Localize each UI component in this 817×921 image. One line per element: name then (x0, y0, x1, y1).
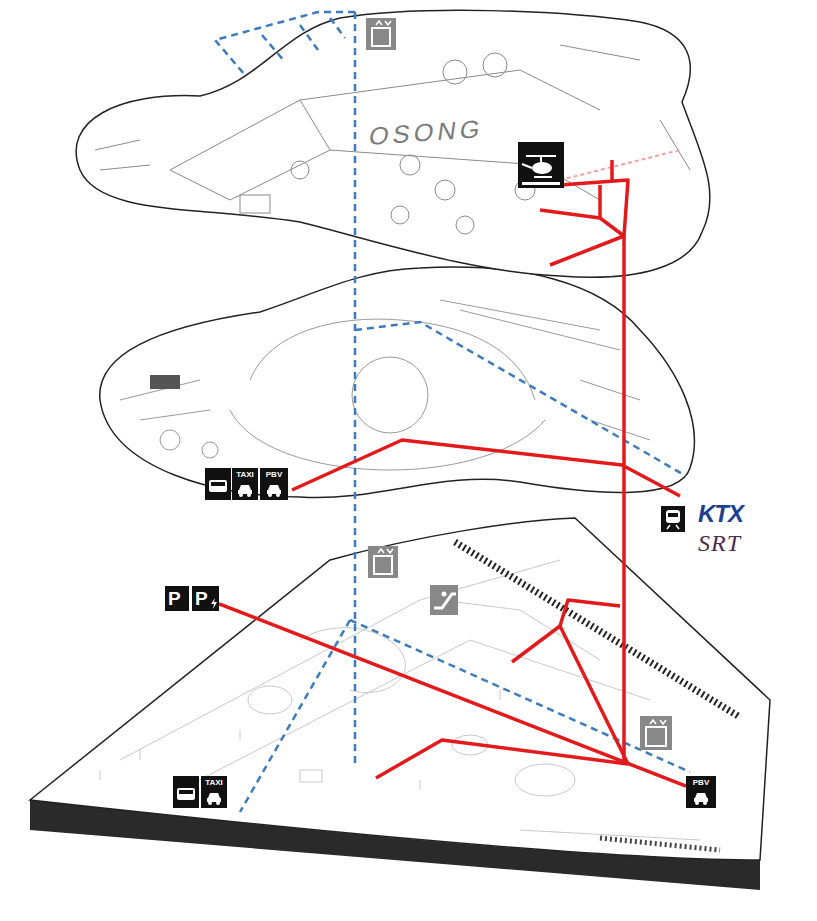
vehicle-glyph (692, 791, 710, 805)
vehicle-glyph (236, 483, 254, 497)
taxi-icon: TAXI (232, 468, 258, 500)
escalator-icon (430, 585, 458, 615)
parking-icon: P (165, 586, 189, 611)
ev-parking-icon: P (192, 586, 219, 611)
rail-track (600, 838, 720, 850)
icon-label: TAXI (236, 470, 254, 479)
helicopter-icon (518, 142, 564, 188)
elevator-icon (368, 546, 398, 578)
taxi-icon: TAXI (201, 776, 227, 808)
ground-detail (100, 560, 700, 840)
icon-label: P (195, 589, 208, 609)
pbv-icon: PBV (686, 776, 716, 808)
bus-icon (205, 468, 231, 500)
rail-brand: SRT (698, 530, 741, 557)
pbv-icon: PBV (260, 468, 288, 500)
icon-label: TAXI (205, 778, 223, 787)
rail-brand: KTX (698, 500, 743, 528)
elevator-icon (640, 716, 672, 750)
elevator-icon (366, 18, 396, 50)
middle-level-plate (100, 267, 695, 498)
vehicle-glyph (265, 483, 283, 497)
vehicle-glyph (205, 791, 223, 805)
ground-plate (30, 518, 770, 860)
route-line (219, 604, 686, 786)
helipad-path (560, 150, 680, 180)
secondary-route (215, 12, 690, 812)
bus-icon (173, 776, 199, 808)
top-level-plate (76, 10, 710, 277)
train-icon (661, 506, 685, 532)
charging-glyph (210, 598, 218, 609)
main-route (292, 160, 680, 778)
rail-track (455, 542, 738, 716)
icon-label: PBV (693, 778, 709, 787)
icon-label: P (168, 589, 181, 609)
icon-label: PBV (266, 470, 282, 479)
